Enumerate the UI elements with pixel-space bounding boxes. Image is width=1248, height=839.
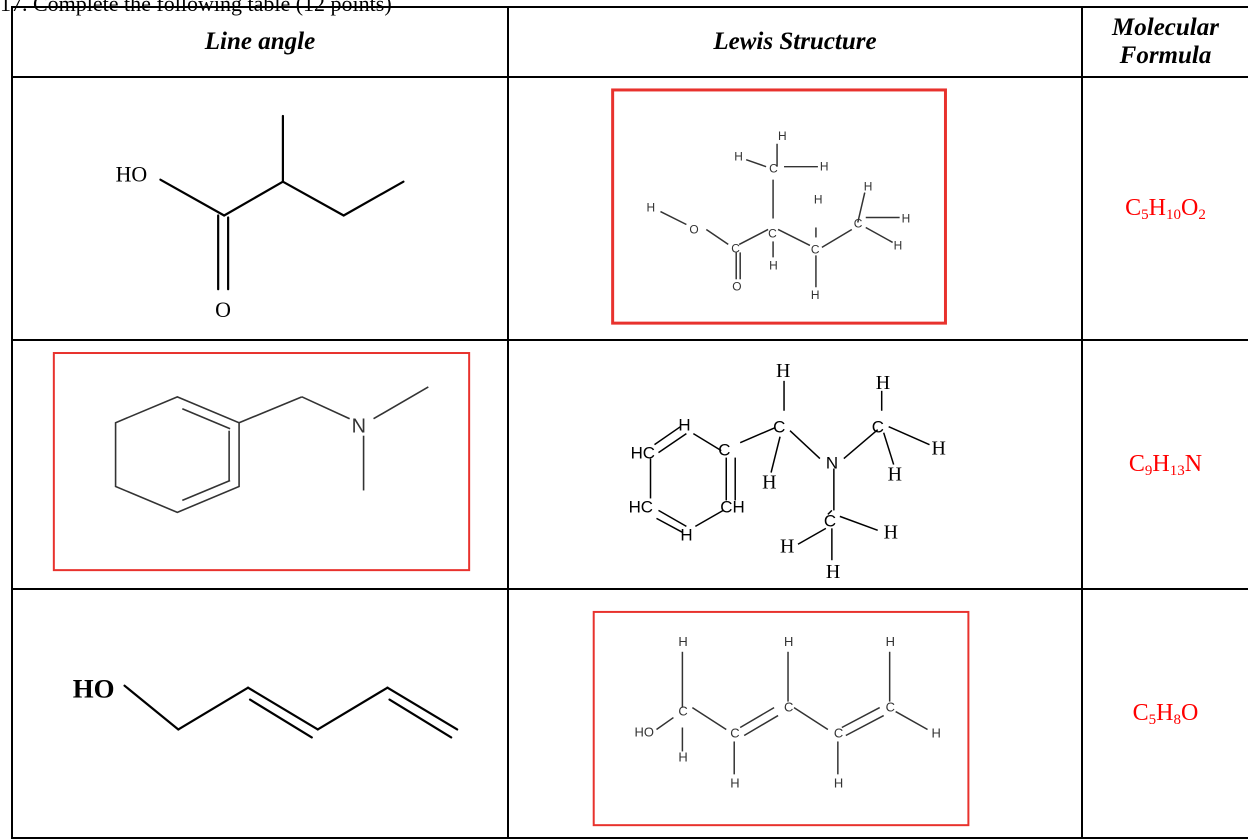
formula-element: N — [1184, 451, 1203, 478]
table-row: HO — [11, 588, 1248, 839]
header-molecular-formula: Molecular Formula — [1081, 6, 1248, 78]
lewis-atom: H — [864, 180, 873, 194]
lewis-atom: HC — [629, 497, 653, 516]
formula-subscript: 8 — [1173, 712, 1182, 729]
formula-subscript: 5 — [1148, 712, 1157, 729]
lewis-atom: C — [678, 704, 687, 719]
lewis-atom: H — [734, 150, 743, 164]
header-line-angle: Line angle — [11, 6, 509, 78]
formula-element: C — [1125, 195, 1142, 222]
lewis-atom: C — [886, 700, 895, 715]
lewis-atom: H — [647, 201, 656, 215]
lewis-atom: HO — [635, 725, 654, 740]
lewis-atom: H — [886, 634, 895, 649]
formula-element: H — [1156, 700, 1174, 727]
lewis-atom: CH — [720, 497, 744, 516]
lewis-atom: H — [769, 258, 778, 272]
lewis-structure-1: H H C H H H H C C H O C C H H O H — [611, 88, 947, 325]
formula-subscript: 13 — [1169, 463, 1185, 480]
lewis-atom: H — [932, 438, 946, 460]
lewis-atom: O — [732, 279, 741, 293]
lewis-atom: H — [826, 561, 840, 583]
formula-text: C9H13N — [1128, 451, 1203, 480]
formula-element: C — [1128, 451, 1145, 478]
lewis-atom: H — [680, 525, 692, 544]
lewis-atom: H — [730, 776, 739, 791]
line-angle-cell-2: N — [11, 339, 509, 591]
line-angle-cell-1: HO O — [11, 75, 509, 342]
lewis-atom: H — [678, 416, 690, 435]
lewis-atom: H — [834, 776, 843, 791]
lewis-atom: C — [854, 216, 863, 230]
lewis-atom: H — [678, 634, 687, 649]
formula-element: O — [1181, 195, 1199, 222]
lewis-atom: H — [784, 634, 793, 649]
lewis-cell-3: H H H C C C HO C C H H H H — [507, 588, 1083, 839]
lewis-atom: C — [718, 441, 730, 460]
lewis-atom: H — [932, 726, 941, 741]
formula-subscript: 9 — [1144, 463, 1153, 480]
lewis-structure-2: H H H C C C HC H N H H HC CH C H H H — [629, 360, 946, 583]
formula-element: H — [1148, 195, 1166, 222]
line-label-ho: HO — [73, 674, 115, 704]
lewis-atom: N — [826, 454, 838, 473]
lewis-atom: H — [876, 372, 890, 394]
lewis-cell-2: H H H C C C HC H N H H HC CH C H H H — [507, 339, 1083, 591]
line-label-o: O — [215, 297, 231, 322]
lewis-atom: C — [769, 162, 778, 176]
molecular-formula-3: C5H8O — [1081, 588, 1248, 839]
formula-subscript: 2 — [1198, 207, 1206, 224]
lewis-atom: C — [824, 511, 836, 530]
lewis-atom: H — [778, 129, 787, 143]
lewis-atom: H — [902, 211, 911, 225]
lewis-atom: C — [773, 418, 785, 437]
lewis-atom: C — [834, 726, 843, 741]
table-row: N — [11, 339, 1248, 591]
answer-table: Line angle Lewis Structure Molecular For… — [11, 6, 1248, 839]
lewis-atom: H — [894, 238, 903, 252]
lewis-atom: H — [888, 464, 902, 486]
answer-box — [52, 352, 471, 572]
header-row: Line angle Lewis Structure Molecular For… — [11, 6, 1248, 78]
line-angle-structure-1: HO O — [116, 114, 405, 322]
lewis-atom: H — [820, 160, 829, 174]
formula-element: O — [1181, 700, 1199, 727]
molecular-formula-2: C9H13N — [1081, 339, 1248, 591]
header-formula-line1: Molecular — [1112, 14, 1219, 41]
lewis-atom: H — [678, 750, 687, 765]
molecular-formula-1: C5H10O2 — [1081, 75, 1248, 342]
answer-box — [611, 88, 947, 325]
line-label-n: N — [352, 416, 366, 438]
lewis-atom: H — [776, 360, 790, 382]
line-label-ho: HO — [116, 162, 148, 187]
lewis-atom: C — [768, 226, 777, 240]
line-angle-structure-2: N — [52, 352, 471, 572]
formula-element: H — [1152, 451, 1170, 478]
lewis-atom: H — [814, 193, 823, 207]
lewis-atom: C — [730, 726, 739, 741]
formula-subscript: 5 — [1141, 207, 1149, 224]
formula-text: C5H10O2 — [1125, 195, 1206, 224]
line-angle-cell-3: HO — [11, 588, 509, 839]
lewis-atom: H — [811, 288, 820, 302]
lewis-structure-3: H H H C C C HO C C H H H H — [592, 611, 970, 827]
lewis-atom: H — [780, 535, 794, 557]
lewis-atom: C — [731, 241, 740, 255]
formula-subscript: 10 — [1166, 207, 1181, 224]
answer-box — [592, 611, 970, 827]
header-lewis-structure: Lewis Structure — [507, 6, 1083, 78]
lewis-atom: C — [784, 700, 793, 715]
lewis-atom: C — [872, 418, 884, 437]
formula-element: C — [1132, 700, 1149, 727]
header-formula-line2: Formula — [1119, 42, 1212, 69]
lewis-atom: O — [689, 222, 698, 236]
lewis-atom: H — [884, 521, 898, 543]
table-row: HO O — [11, 75, 1248, 342]
lewis-cell-1: H H C H H H H C C H O C C H H O H — [507, 75, 1083, 342]
lewis-atom: C — [811, 242, 820, 256]
lewis-atom: H — [762, 472, 776, 494]
formula-text: C5H8O — [1132, 700, 1199, 729]
line-angle-structure-3: HO — [73, 674, 459, 739]
lewis-atom: HC — [631, 444, 655, 463]
